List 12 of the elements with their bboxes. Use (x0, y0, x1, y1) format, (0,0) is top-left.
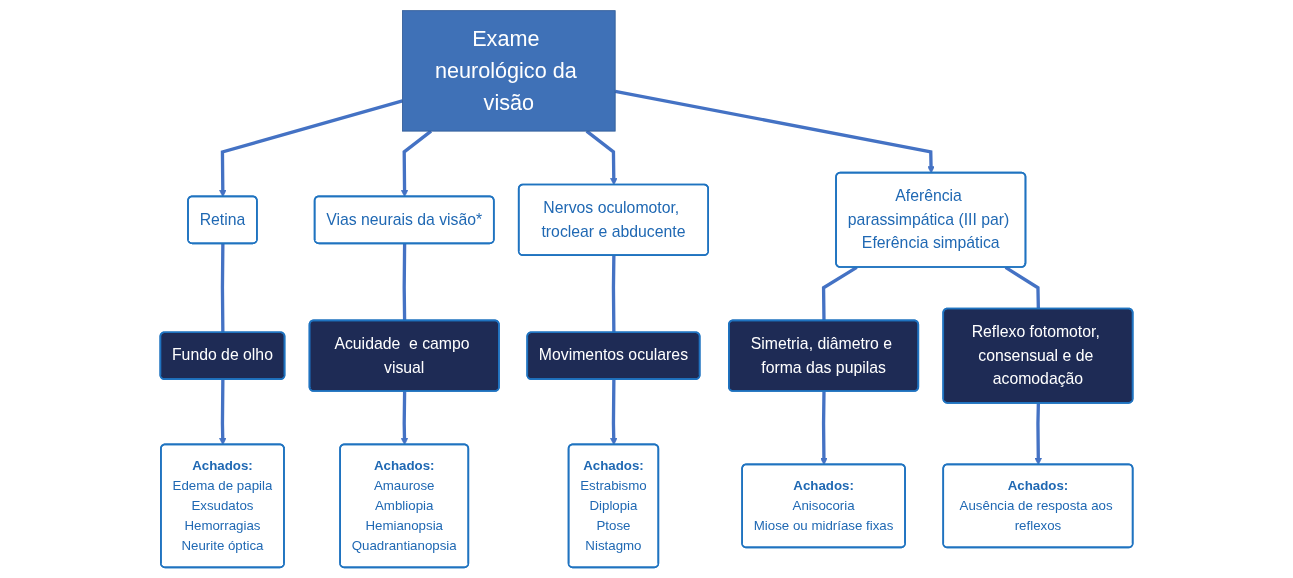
connector (1004, 266, 1040, 309)
arrow (219, 99, 403, 198)
connector (220, 243, 225, 333)
connector (611, 255, 616, 333)
arrow (614, 89, 935, 174)
arrow (820, 391, 828, 466)
connector (402, 243, 407, 321)
node-box: Exame neurológico da visão (402, 10, 616, 132)
arrow (219, 379, 227, 446)
arrow (1034, 403, 1042, 466)
arrow (400, 391, 409, 446)
arrow (610, 379, 618, 446)
